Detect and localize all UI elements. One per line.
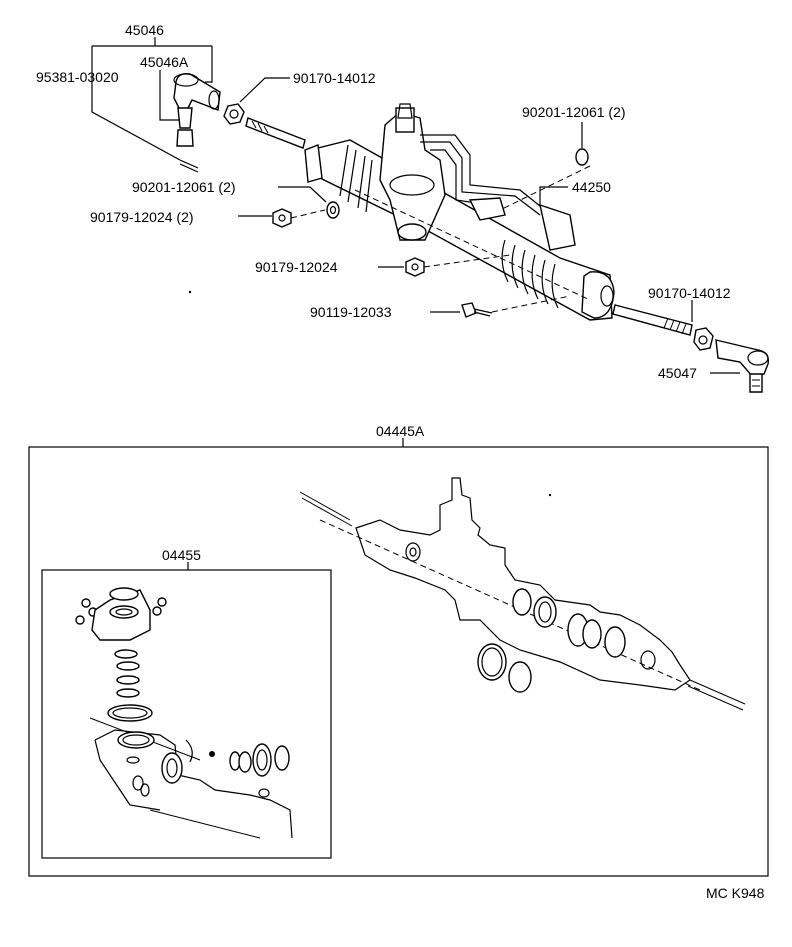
label-nut-left: 90179-12024 (2) (90, 209, 194, 225)
label-tie-rod-end-lh-assy: 45046 (125, 22, 164, 38)
label-seal-kit: 04455 (162, 547, 201, 563)
label-tie-rod-end-sub: 45046A (140, 54, 189, 70)
label-lock-nut-left: 90170-14012 (293, 70, 376, 86)
seal-kit-frame: 04455 (41, 547, 332, 859)
cotter-pin (179, 159, 199, 173)
gasket-kit-frame: 04445A (28, 423, 769, 877)
right-tie-rod (612, 304, 693, 336)
label-gasket-kit: 04445A (376, 423, 425, 439)
seal-kit-parts (75, 587, 293, 839)
label-nut-center: 90179-12024 (255, 259, 338, 275)
lock-nut-left (223, 103, 245, 125)
label-washer-upper: 90201-12061 (2) (522, 104, 626, 120)
label-lock-nut-right: 90170-14012 (648, 285, 731, 301)
catalog-code: MC K948 (706, 885, 765, 901)
tie-rod-end-lh (173, 72, 221, 147)
label-tie-rod-end-rh: 45047 (658, 365, 697, 381)
label-cotter-pin: 95381-03020 (36, 69, 119, 85)
left-tie-rod (245, 117, 306, 149)
kit-seal-rings (477, 588, 626, 693)
nut-center (405, 257, 425, 277)
lock-nut-right (693, 327, 714, 351)
nut-left (272, 208, 292, 228)
label-washer-lower: 90201-12061 (2) (132, 179, 236, 195)
label-gear-housing: 44250 (572, 179, 611, 195)
rack-housing (304, 103, 615, 321)
leader-lines (91, 37, 740, 374)
washer-lower (326, 201, 340, 219)
washer-upper (575, 148, 589, 166)
bolt (461, 302, 493, 318)
kit-housing-outline (299, 477, 746, 711)
label-bolt: 90119-12033 (310, 304, 392, 320)
upper-assembly: 45046 45046A 95381-03020 90170-14012 902… (36, 22, 769, 393)
tie-rod-end-rh (715, 339, 769, 393)
